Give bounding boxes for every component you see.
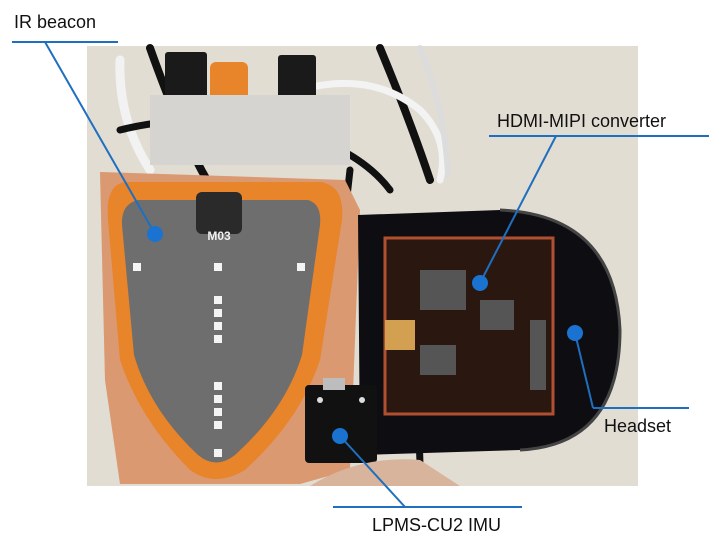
hdmi-mipi-dot <box>472 275 488 291</box>
headset-dot <box>567 325 583 341</box>
hand <box>310 459 460 486</box>
imu-dot <box>332 428 348 444</box>
label-hdmi-mipi-converter: HDMI-MIPI converter <box>497 111 667 131</box>
ir-leds <box>133 263 305 457</box>
callout-lines <box>12 41 709 508</box>
callout-dots <box>147 226 583 444</box>
ir-beacon-dot <box>147 226 163 242</box>
imu-sensor <box>305 385 377 463</box>
label-imu: LPMS-CU2 IMU <box>372 515 502 535</box>
ir-beacon-face <box>121 200 321 463</box>
label-headset: Headset <box>604 416 672 436</box>
label-ir-beacon: IR beacon <box>14 12 97 32</box>
board-marking-text: M03 <box>207 229 231 243</box>
